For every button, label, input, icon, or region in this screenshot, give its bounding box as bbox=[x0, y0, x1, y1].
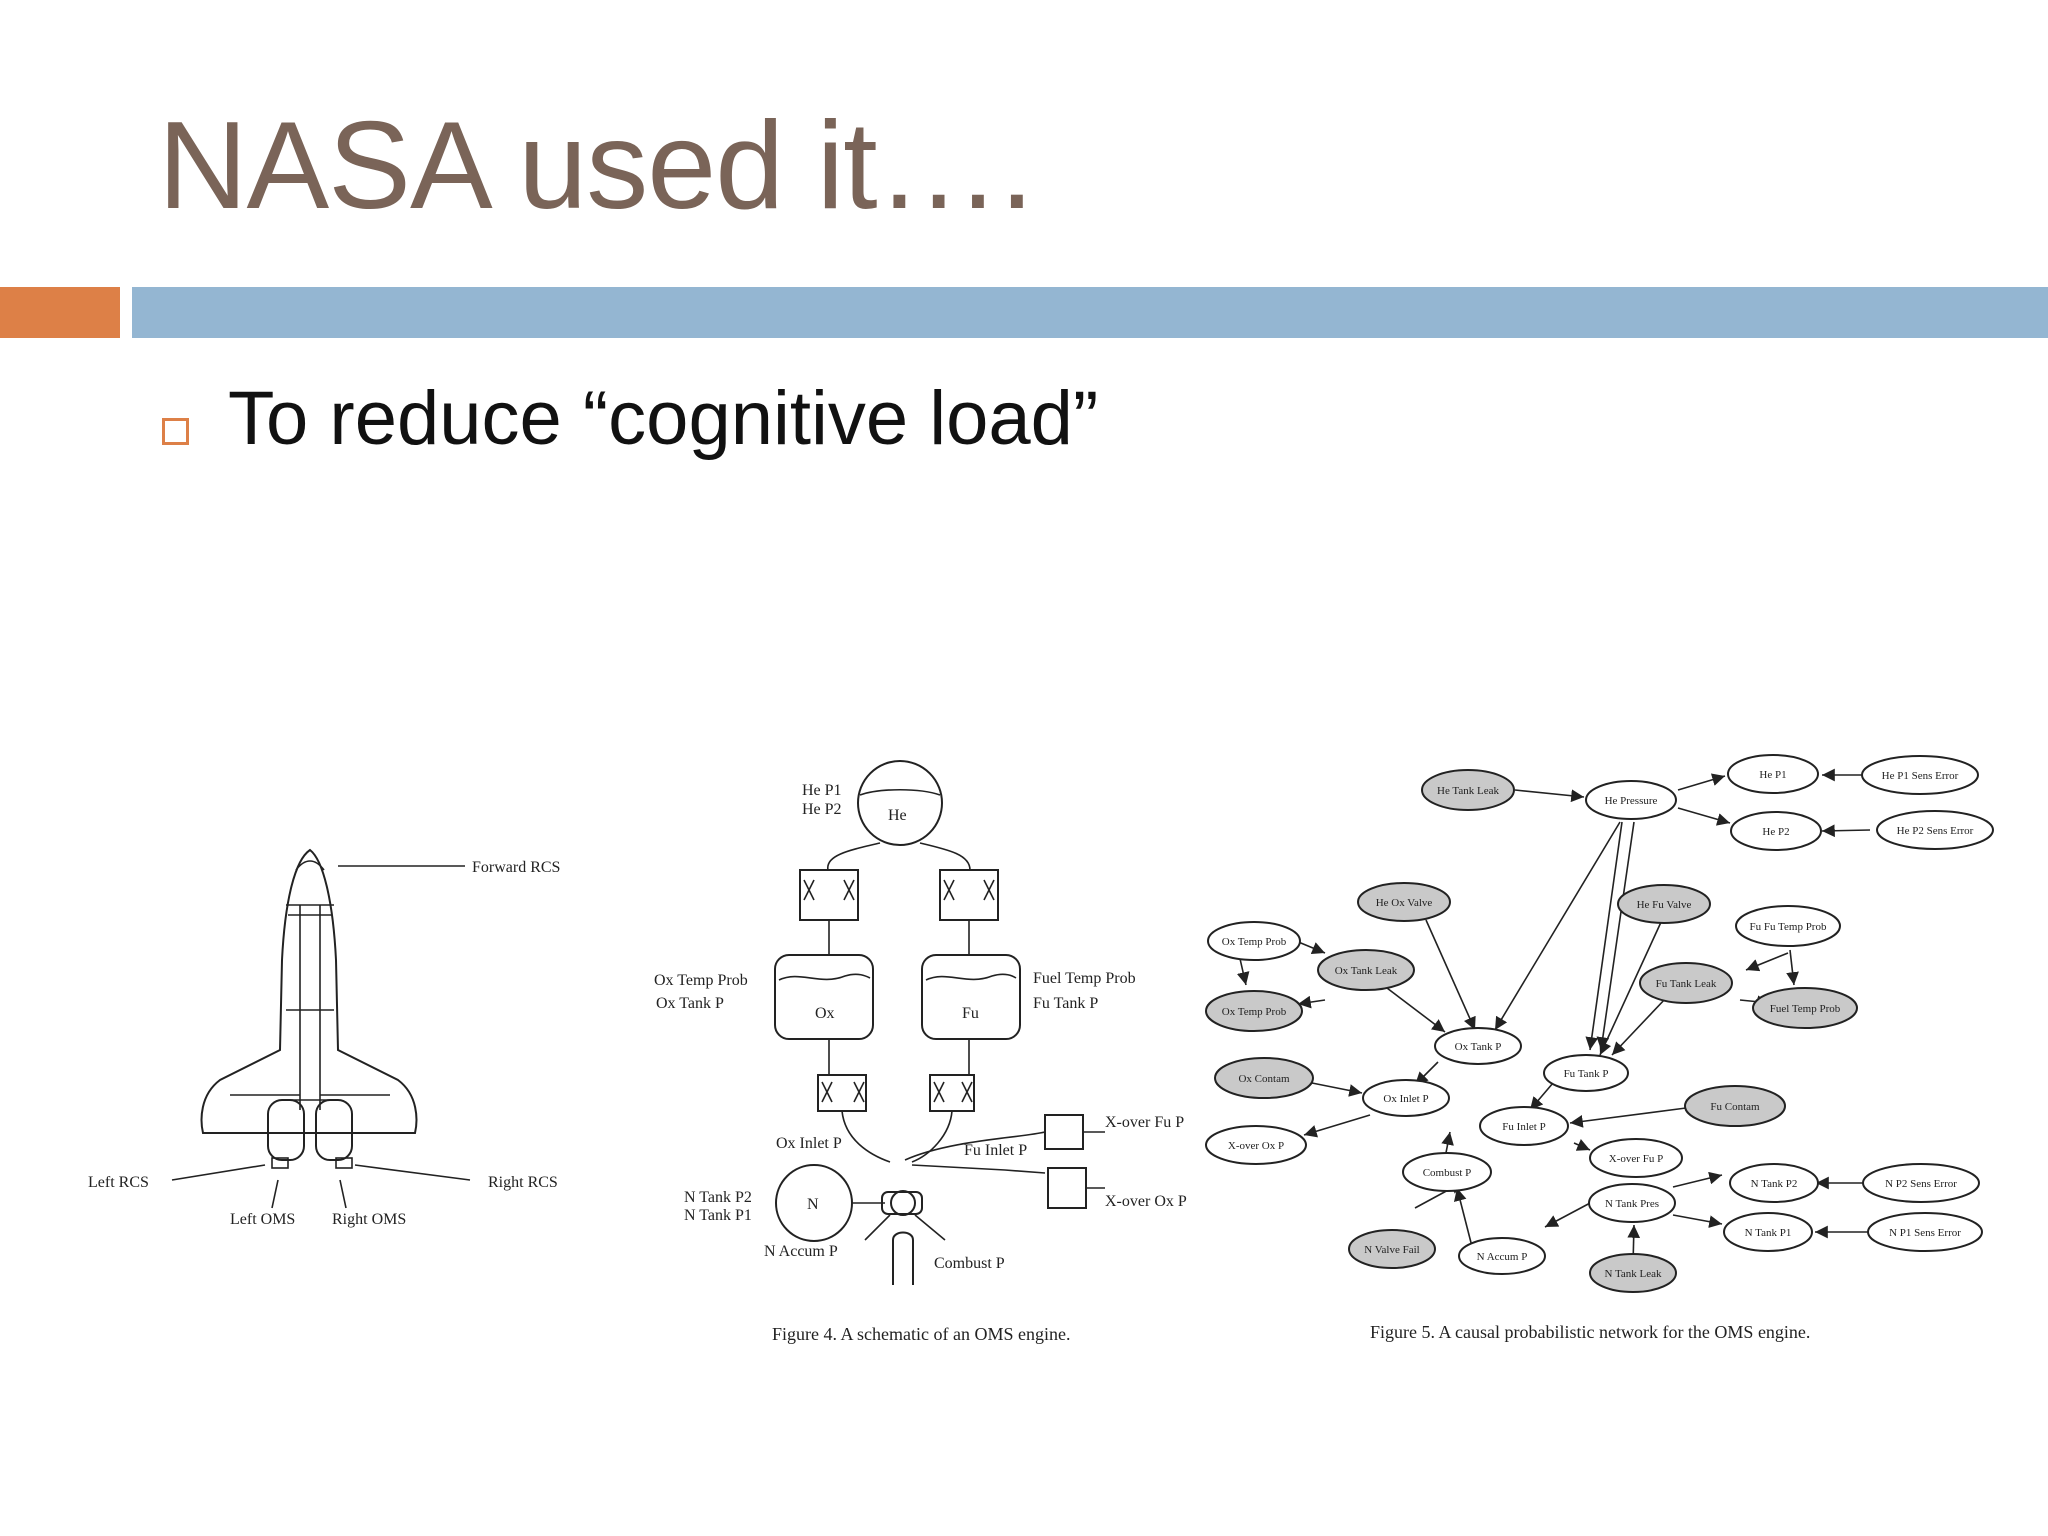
node-n-valve-fail bbox=[1348, 1229, 1436, 1269]
node-he-tank-leak bbox=[1421, 769, 1515, 811]
n-tank-p2-label: N Tank P2 bbox=[684, 1189, 752, 1206]
svg-text:He Tank Leak: He Tank Leak bbox=[1437, 785, 1499, 797]
he-p2-label: He P2 bbox=[802, 801, 842, 818]
svg-text:N Tank P1: N Tank P1 bbox=[1745, 1227, 1792, 1239]
node-he-p2-sens-error bbox=[1876, 810, 1994, 850]
slide-title: NASA used it…. bbox=[158, 97, 1034, 235]
accent-bar bbox=[0, 287, 120, 338]
svg-text:Ox Temp Prob: Ox Temp Prob bbox=[1222, 1006, 1287, 1018]
x-over-ox-p-label: X-over Ox P bbox=[1105, 1193, 1187, 1210]
n-tank-label: N bbox=[807, 1196, 819, 1213]
node-he-p1 bbox=[1727, 754, 1819, 794]
svg-text:N Valve Fail: N Valve Fail bbox=[1364, 1244, 1419, 1256]
svg-text:Fu Inlet P: Fu Inlet P bbox=[1502, 1121, 1545, 1133]
he-tank-label: He bbox=[888, 807, 907, 824]
node-n-tank-p1 bbox=[1723, 1212, 1813, 1252]
fu-tank-label: Fu bbox=[962, 1005, 979, 1022]
node-he-ox-valve bbox=[1357, 882, 1451, 922]
node-he-p1-sens-error bbox=[1861, 755, 1979, 795]
node-he-p2 bbox=[1730, 811, 1822, 851]
node-fu-tank-leak bbox=[1639, 962, 1733, 1004]
left-oms-label: Left OMS bbox=[230, 1211, 295, 1228]
he-p1-label: He P1 bbox=[802, 782, 842, 799]
figure-5-caption: Figure 5. A causal probabilistic network… bbox=[1370, 1322, 1810, 1342]
svg-text:X-over Ox P: X-over Ox P bbox=[1228, 1140, 1284, 1152]
svg-text:N P1 Sens Error: N P1 Sens Error bbox=[1889, 1227, 1961, 1239]
shuttle-diagram: Forward RCS Left RCS Right RCS Left OMS … bbox=[88, 848, 560, 1228]
node-n-p2-sens-error bbox=[1862, 1163, 1980, 1203]
ox-inlet-p-label: Ox Inlet P bbox=[776, 1135, 842, 1152]
svg-text:Fu Contam: Fu Contam bbox=[1710, 1101, 1760, 1113]
svg-text:Ox Temp Prob: Ox Temp Prob bbox=[1222, 936, 1287, 948]
fu-inlet-p-label: Fu Inlet P bbox=[964, 1142, 1027, 1159]
svg-text:He Fu Valve: He Fu Valve bbox=[1637, 899, 1692, 911]
svg-text:Combust P: Combust P bbox=[1423, 1167, 1472, 1179]
svg-text:N Tank Leak: N Tank Leak bbox=[1604, 1268, 1662, 1280]
svg-text:Ox Contam: Ox Contam bbox=[1238, 1073, 1289, 1085]
left-rcs-label: Left RCS bbox=[88, 1174, 149, 1191]
svg-text:N Tank P2: N Tank P2 bbox=[1751, 1178, 1798, 1190]
node-ox-inlet-p bbox=[1362, 1079, 1450, 1117]
combust-p-label: Combust P bbox=[934, 1255, 1005, 1272]
right-rcs-label: Right RCS bbox=[488, 1174, 558, 1191]
node-ox-temp-prob-bottom bbox=[1205, 990, 1303, 1032]
n-accum-p-label: N Accum P bbox=[764, 1243, 838, 1260]
svg-text:Fu Tank Leak: Fu Tank Leak bbox=[1656, 978, 1717, 990]
node-n-tank-pres bbox=[1588, 1183, 1676, 1223]
x-over-fu-p-label: X-over Fu P bbox=[1105, 1114, 1184, 1131]
node-x-over-fu-p bbox=[1589, 1138, 1683, 1178]
svg-text:Fuel Temp Prob: Fuel Temp Prob bbox=[1770, 1003, 1841, 1015]
node-x-over-ox-p bbox=[1205, 1125, 1307, 1165]
svg-text:He P1: He P1 bbox=[1759, 769, 1786, 781]
svg-text:He P2 Sens Error: He P2 Sens Error bbox=[1897, 825, 1974, 837]
node-n-accum-p bbox=[1458, 1237, 1546, 1275]
ox-temp-prob-label: Ox Temp Prob bbox=[654, 972, 748, 989]
svg-text:He P2: He P2 bbox=[1762, 826, 1789, 838]
node-he-fu-valve bbox=[1617, 884, 1711, 924]
oms-schematic: He He P1 He P2 Ox Fu Ox Temp Prob Ox Tan… bbox=[654, 760, 1187, 1344]
node-ox-tank-p bbox=[1434, 1027, 1522, 1065]
svg-text:He P1 Sens Error: He P1 Sens Error bbox=[1882, 770, 1959, 782]
svg-text:He Pressure: He Pressure bbox=[1605, 795, 1658, 807]
forward-rcs-label: Forward RCS bbox=[472, 859, 560, 876]
right-oms-label: Right OMS bbox=[332, 1211, 406, 1228]
figure-4-caption: Figure 4. A schematic of an OMS engine. bbox=[772, 1324, 1070, 1344]
svg-text:Ox Tank P: Ox Tank P bbox=[1455, 1041, 1502, 1053]
node-ox-contam bbox=[1214, 1057, 1314, 1099]
node-ox-tank-leak bbox=[1317, 949, 1415, 991]
node-combust-p bbox=[1402, 1152, 1492, 1192]
svg-text:N P2 Sens Error: N P2 Sens Error bbox=[1885, 1178, 1957, 1190]
node-he-pressure bbox=[1585, 780, 1677, 820]
svg-text:N Tank Pres: N Tank Pres bbox=[1605, 1198, 1659, 1210]
svg-text:Ox Inlet P: Ox Inlet P bbox=[1383, 1093, 1428, 1105]
svg-text:He Ox Valve: He Ox Valve bbox=[1376, 897, 1433, 909]
svg-text:N Accum P: N Accum P bbox=[1477, 1251, 1528, 1263]
node-n-tank-p2 bbox=[1729, 1163, 1819, 1203]
fu-tank-p-label: Fu Tank P bbox=[1033, 995, 1098, 1012]
node-fuel-temp-prob bbox=[1752, 987, 1858, 1029]
ox-tank-p-label: Ox Tank P bbox=[656, 995, 724, 1012]
svg-text:X-over Fu P: X-over Fu P bbox=[1609, 1153, 1663, 1165]
causal-network: He Tank Leak He Pressure He P1 He P2 He … bbox=[1205, 754, 1994, 1342]
node-ox-temp-prob-top bbox=[1207, 921, 1301, 961]
n-tank-p1-label: N Tank P1 bbox=[684, 1207, 752, 1224]
node-n-tank-leak bbox=[1589, 1253, 1677, 1293]
svg-text:Fu Tank P: Fu Tank P bbox=[1564, 1068, 1609, 1080]
svg-text:Ox Tank Leak: Ox Tank Leak bbox=[1335, 965, 1398, 977]
fuel-temp-prob-label: Fuel Temp Prob bbox=[1033, 970, 1136, 987]
bullet-square-icon bbox=[162, 418, 189, 445]
node-fu-inlet-p bbox=[1479, 1106, 1569, 1146]
node-n-p1-sens-error bbox=[1867, 1212, 1983, 1252]
bullet-text: To reduce “cognitive load” bbox=[228, 376, 1099, 461]
header-bar bbox=[132, 287, 2048, 338]
node-fu-temp-prob bbox=[1735, 905, 1841, 947]
svg-text:Fu Fu Temp Prob: Fu Fu Temp Prob bbox=[1750, 921, 1827, 933]
node-fu-tank-p bbox=[1543, 1054, 1629, 1092]
node-fu-contam bbox=[1684, 1085, 1786, 1127]
ox-tank-label: Ox bbox=[815, 1005, 835, 1022]
